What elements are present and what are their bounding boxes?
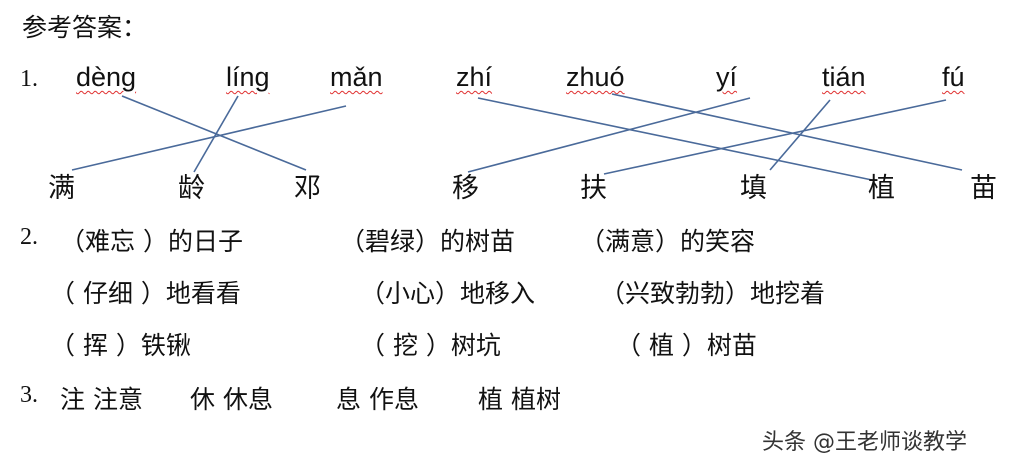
watermark: 头条 @王老师谈教学: [762, 430, 967, 455]
q3-item3: 息 作息: [336, 385, 419, 414]
match-line-deng: [121, 95, 307, 171]
q2-row1-item1: （难忘 ）的日子: [60, 227, 243, 256]
hanzi-ling: 龄: [178, 173, 205, 204]
q3-number: 3.: [20, 382, 38, 408]
q2-row2-item3: （兴致勃勃）地挖着: [600, 279, 826, 308]
q2-number: 2.: [20, 224, 38, 250]
q2-row3-item2: （ 挖 ）树坑: [360, 331, 501, 360]
hanzi-yi: 移: [452, 173, 479, 204]
match-line-fu: [603, 99, 947, 175]
hanzi-miao: 苗: [970, 173, 997, 204]
q3-item2: 休 休息: [190, 385, 273, 414]
pinyin-zhuo: zhuó: [566, 62, 625, 92]
pinyin-deng: dèng: [76, 62, 137, 92]
match-line-zhi: [477, 97, 873, 181]
pinyin-fu: fú: [942, 62, 965, 92]
match-line-man: [71, 105, 347, 171]
match-line-yi: [467, 97, 751, 173]
pinyin-zhi: zhí: [456, 62, 493, 92]
q2-row2-item1: （ 仔细 ）地看看: [50, 279, 241, 308]
hanzi-tian: 填: [740, 173, 767, 204]
hanzi-man: 满: [48, 173, 75, 204]
match-line-zhuo: [611, 93, 963, 171]
pinyin-tian: tián: [822, 62, 866, 92]
q2-row1-item2: （碧绿）的树苗: [340, 227, 516, 256]
q2-row3-item1: （ 挥 ）铁锹: [50, 331, 191, 360]
match-line-tian: [769, 99, 831, 171]
q3-item1: 注 注意: [60, 385, 143, 414]
pinyin-man: mǎn: [330, 62, 383, 92]
answer-title: 参考答案：: [22, 13, 148, 42]
match-line-ling: [193, 95, 239, 173]
hanzi-fu: 扶: [580, 173, 607, 204]
q1-number: 1.: [20, 66, 38, 92]
q2-row3-item3: （ 植 ）树苗: [616, 331, 757, 360]
q3-item4: 植 植树: [478, 385, 561, 414]
q2-row1-item3: （满意）的笑容: [580, 227, 756, 256]
pinyin-ling: líng: [226, 62, 270, 92]
q2-row2-item2: （小心）地移入: [360, 279, 536, 308]
pinyin-yi: yí: [716, 62, 738, 92]
hanzi-deng: 邓: [294, 173, 321, 204]
hanzi-zhi: 植: [868, 173, 895, 204]
